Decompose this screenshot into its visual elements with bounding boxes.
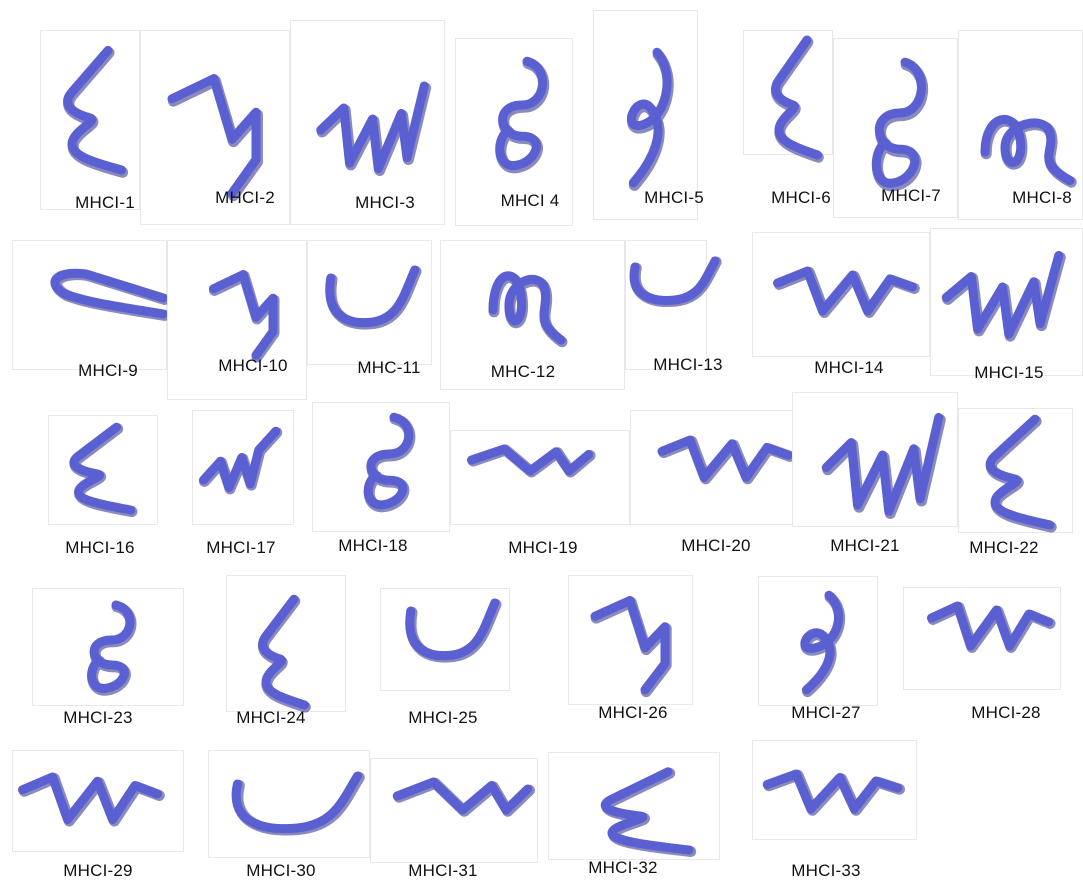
structure-label: MHCI-10 [218, 356, 287, 376]
peptide-ribbon-image [758, 30, 828, 155]
structure-label: MHCI-26 [598, 703, 667, 723]
peptide-ribbon-image [470, 55, 565, 180]
structure-label: MHCI-9 [78, 361, 138, 381]
peptide-ribbon-image [15, 760, 165, 845]
structure-label: MHCI-18 [338, 536, 407, 556]
peptide-ribbon-image [65, 600, 150, 700]
peptide-ribbon-image [570, 765, 710, 850]
peptide-ribbon-image [655, 425, 795, 500]
structure-label: MHCI-2 [215, 188, 275, 208]
structure-label: MHCI-7 [881, 186, 941, 206]
structure-label: MHCI-23 [63, 708, 132, 728]
peptide-ribbon-image [195, 420, 280, 495]
structure-label: MHCI-21 [830, 536, 899, 556]
peptide-ribbon-image [600, 45, 695, 190]
structure-label: MHCI-17 [206, 538, 275, 558]
peptide-ribbon-image [50, 420, 145, 510]
structure-label: MHCI-33 [791, 861, 860, 881]
peptide-ribbon-image [585, 590, 685, 695]
peptide-ribbon-image [245, 590, 315, 705]
peptide-ribbon-image [390, 768, 535, 838]
structure-label: MHCI-24 [236, 708, 305, 728]
structure-label: MHCI-3 [355, 193, 415, 213]
peptide-ribbon-image [770, 255, 920, 335]
peptide-ribbon-image [315, 75, 430, 185]
peptide-ribbon-image [465, 438, 595, 493]
structure-label: MHCI-27 [791, 703, 860, 723]
structure-label: MHCI-31 [408, 861, 477, 881]
peptide-ribbon-image [315, 262, 420, 342]
structure-label: MHCI-32 [588, 858, 657, 878]
peptide-ribbon-image [215, 768, 365, 848]
peptide-ribbon-image [485, 250, 565, 350]
structure-label: MHCI-25 [408, 708, 477, 728]
peptide-ribbon-image [395, 595, 500, 675]
peptide-ribbon-image [820, 405, 945, 530]
peptide-ribbon-image [975, 95, 1075, 190]
peptide-ribbon-image [620, 255, 720, 315]
structure-label: MHCI-19 [508, 538, 577, 558]
peptide-ribbon-image [965, 410, 1065, 525]
peptide-ribbon-image [775, 590, 865, 695]
peptide-ribbon-image [760, 760, 905, 830]
peptide-ribbon-image [845, 55, 945, 200]
structure-label: MHCI-29 [63, 861, 132, 881]
structure-label: MHCI-28 [971, 703, 1040, 723]
structure-label: MHCI-6 [771, 188, 831, 208]
structure-label: MHC-11 [357, 358, 420, 378]
peptide-ribbon-image [940, 245, 1065, 350]
structure-label: MHCI-22 [969, 538, 1038, 558]
structure-label: MHCI-14 [814, 358, 883, 378]
structure-label: MHCI 4 [501, 191, 560, 211]
structure-label: MHCI-5 [644, 188, 704, 208]
structure-label: MHC-12 [491, 362, 556, 382]
structure-label: MHCI-1 [75, 193, 135, 213]
peptide-ribbon-image [30, 258, 170, 338]
peptide-ribbon-image [925, 590, 1055, 670]
peptide-ribbon-image [45, 40, 135, 170]
structure-label: MHCI-20 [681, 536, 750, 556]
peptide-ribbon-image [340, 412, 430, 517]
peptide-ribbon-image [160, 65, 280, 200]
structure-label: MHCI-13 [653, 355, 722, 375]
peptide-ribbon-image [205, 265, 290, 360]
structure-label: MHCI-16 [65, 538, 134, 558]
structure-label: MHCI-30 [246, 861, 315, 881]
structure-label: MHCI-15 [974, 363, 1043, 383]
structure-label: MHCI-8 [1012, 188, 1072, 208]
